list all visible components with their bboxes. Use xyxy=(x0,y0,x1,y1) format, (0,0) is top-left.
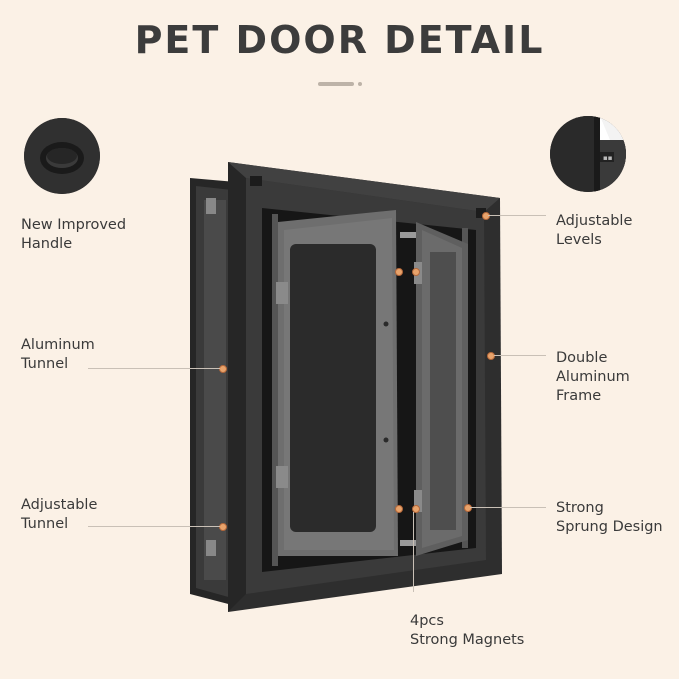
leader-magnets xyxy=(413,512,414,592)
page-title: PET DOOR DETAIL xyxy=(134,18,545,62)
leader-tunnel xyxy=(88,368,220,369)
label-magnets: 4pcs Strong Magnets xyxy=(410,613,525,648)
leader-frame xyxy=(494,355,546,356)
tunnel-dot xyxy=(219,365,227,373)
frame-dot xyxy=(487,352,495,360)
leader-adjustable-tunnel xyxy=(88,526,220,527)
magnet-dot-icon xyxy=(412,505,420,513)
handle-icon xyxy=(24,118,100,194)
label-sprung: Strong Sprung Design xyxy=(556,500,663,535)
magnet-dot-icon xyxy=(395,505,403,513)
label-levels: Adjustable Levels xyxy=(556,213,633,248)
leader-sprung xyxy=(470,507,546,508)
level-adjuster-icon: ▪▪ xyxy=(550,116,626,192)
title-underline xyxy=(318,82,354,86)
label-handle: New Improved Handle xyxy=(21,217,127,252)
adjustable-tunnel-dot xyxy=(219,523,227,531)
magnet-dot-icon xyxy=(395,268,403,276)
label-frame: Double Aluminum Frame xyxy=(556,350,630,404)
magnet-dot-icon xyxy=(412,268,420,276)
handle-thumbnail xyxy=(24,118,100,194)
levels-thumbnail: ▪▪ xyxy=(550,116,626,192)
leader-levels xyxy=(488,215,546,216)
label-adjustable-tunnel: Adjustable Tunnel xyxy=(21,497,98,532)
label-tunnel: Aluminum Tunnel xyxy=(21,337,95,372)
svg-text:▪▪: ▪▪ xyxy=(603,154,613,162)
levels-dot xyxy=(482,212,490,220)
sprung-dot xyxy=(464,504,472,512)
title-underline-dot xyxy=(358,82,362,86)
